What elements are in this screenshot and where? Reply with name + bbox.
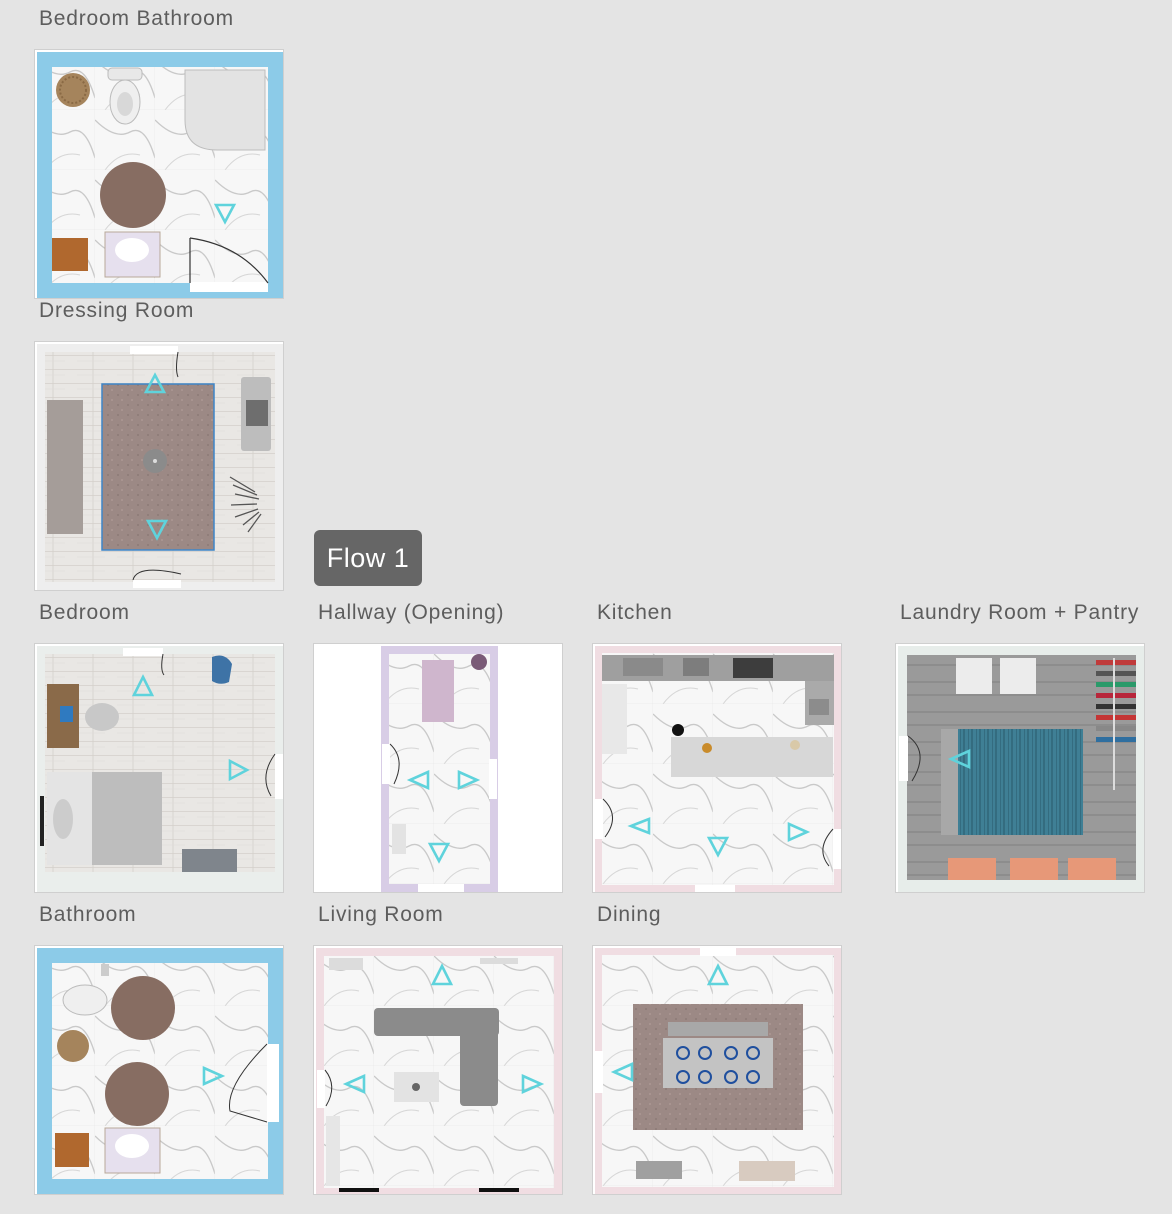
- floorplan-bedroom-bathroom: [37, 52, 283, 298]
- room-label-hallway: Hallway (Opening): [318, 601, 505, 624]
- room-card-bedroom[interactable]: [34, 643, 284, 893]
- room-label-bedroom-bathroom: Bedroom Bathroom: [39, 7, 234, 30]
- room-card-dressing-room[interactable]: [34, 341, 284, 591]
- flow-badge[interactable]: Flow 1: [314, 530, 422, 586]
- room-card-hallway[interactable]: [313, 643, 563, 893]
- room-label-laundry: Laundry Room + Pantry: [900, 601, 1140, 624]
- room-label-kitchen: Kitchen: [597, 601, 673, 624]
- flow-arrow-icon: [406, 769, 430, 791]
- floorplan-bedroom: [37, 646, 283, 892]
- flow-arrow-icon: [430, 963, 454, 986]
- flow-arrow-icon: [706, 963, 730, 986]
- flow-arrow-icon: [131, 674, 155, 697]
- room-label-bedroom: Bedroom: [39, 601, 130, 624]
- flow-arrow-icon: [228, 758, 250, 782]
- room-label-living-room: Living Room: [318, 903, 444, 926]
- flow-arrow-icon: [787, 821, 811, 843]
- room-card-bathroom[interactable]: [34, 945, 284, 1195]
- room-card-bedroom-bathroom[interactable]: [34, 49, 284, 299]
- floorplan-kitchen: [595, 646, 841, 892]
- room-card-living-room[interactable]: [313, 945, 563, 1195]
- room-card-kitchen[interactable]: [592, 643, 842, 893]
- flow-arrow-icon: [145, 519, 169, 541]
- room-label-bathroom: Bathroom: [39, 903, 137, 926]
- room-card-dining[interactable]: [592, 945, 842, 1195]
- flow-arrow-icon: [627, 817, 651, 835]
- floorplan-hallway: [314, 644, 562, 892]
- room-label-dressing-room: Dressing Room: [39, 299, 195, 322]
- flow-arrow-icon: [947, 748, 971, 770]
- flow-arrow-icon: [427, 842, 451, 864]
- room-label-dining: Dining: [597, 903, 662, 926]
- floorplan-living-room: [316, 948, 562, 1194]
- flow-arrow-icon: [213, 203, 237, 225]
- flow-arrow-icon: [457, 769, 481, 791]
- floorplan-dining: [595, 948, 841, 1194]
- floorplan-bathroom: [37, 948, 283, 1194]
- flow-arrow-icon: [342, 1073, 366, 1095]
- flow-arrow-icon: [202, 1065, 226, 1087]
- flow-arrow-icon: [521, 1073, 545, 1095]
- flow-arrow-icon: [706, 836, 730, 858]
- flow-arrow-icon: [610, 1061, 634, 1083]
- flow-arrow-icon: [143, 372, 167, 394]
- floorplan-laundry: [898, 646, 1144, 892]
- room-card-laundry[interactable]: [895, 643, 1145, 893]
- floorplan-dressing-room: [37, 344, 283, 590]
